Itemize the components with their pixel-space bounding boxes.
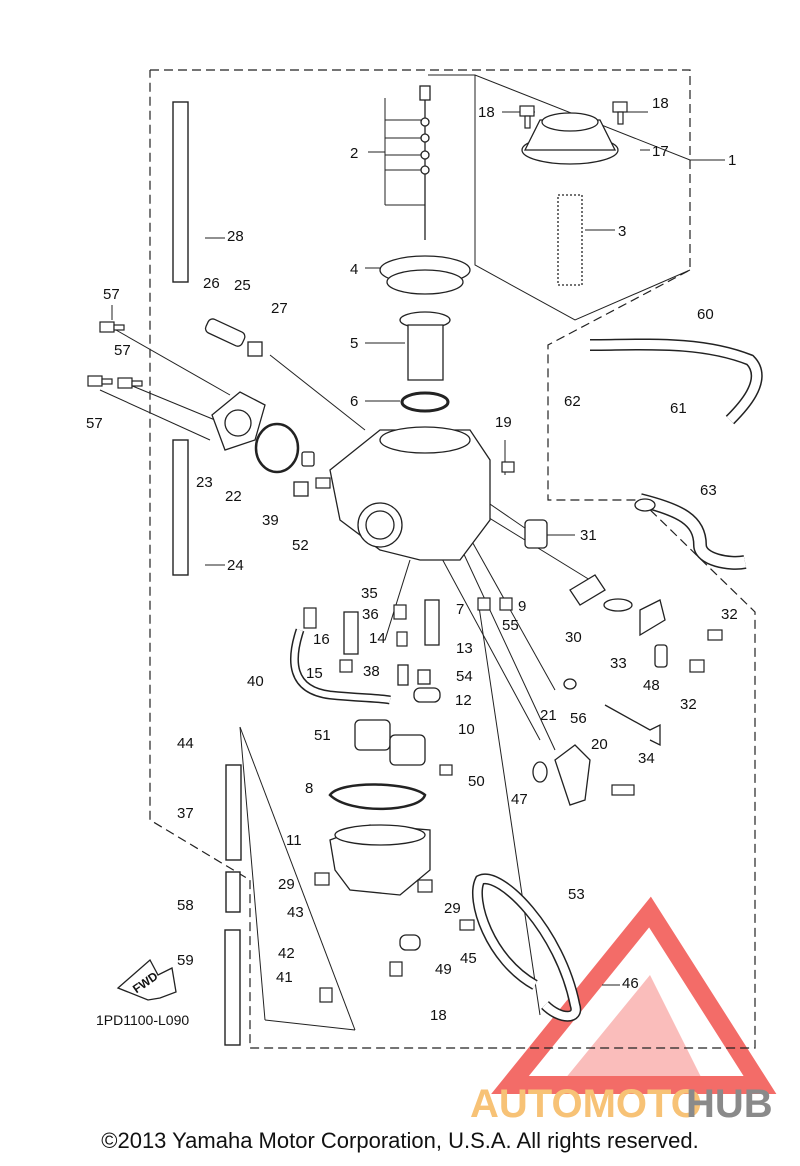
part-code: 1PD1100-L090 [96,1012,189,1028]
callout-17: 17 [652,143,669,160]
callout-59: 59 [177,952,194,969]
callout-53: 53 [568,886,585,903]
callout-2: 2 [350,145,358,162]
callout-38: 38 [363,663,380,680]
callout-39: 39 [262,512,279,529]
callout-57-bottom: 57 [86,415,103,432]
callout-54: 54 [456,668,473,685]
callout-3: 3 [618,223,626,240]
callout-26: 26 [203,275,220,292]
callout-12: 12 [455,692,472,709]
callout-24: 24 [227,557,244,574]
callout-33: 33 [610,655,627,672]
callout-28: 28 [227,228,244,245]
callout-9: 9 [518,598,526,615]
callout-44: 44 [177,735,194,752]
callout-49: 49 [435,961,452,978]
callout-40: 40 [247,673,264,690]
watermark-left: AUTOMOTO [470,1082,702,1126]
callout-29-left: 29 [278,876,295,893]
callout-57-top: 57 [103,286,120,303]
callout-51: 51 [314,727,331,744]
callout-32-lower: 32 [680,696,697,713]
callout-5: 5 [350,335,358,352]
callout-19: 19 [495,414,512,431]
callout-50: 50 [468,773,485,790]
copyright-notice: ©2013 Yamaha Motor Corporation, U.S.A. A… [101,1128,699,1153]
callout-18-bottom: 18 [430,1007,447,1024]
callout-47: 47 [511,791,528,808]
callout-23: 23 [196,474,213,491]
carburetor-parts [204,85,668,951]
watermark-right: HUB [686,1082,773,1126]
hoses-and-tubes [172,101,763,1046]
callout-27: 27 [271,300,288,317]
callout-15: 15 [306,665,323,682]
callout-52: 52 [292,537,309,554]
callout-11: 11 [286,832,302,849]
callout-10: 10 [458,721,475,738]
callout-31: 31 [580,527,597,544]
fwd-arrow: FWD [116,958,177,1001]
callout-48: 48 [643,677,660,694]
callout-32-upper: 32 [721,606,738,623]
callout-13: 13 [456,640,473,657]
callout-14: 14 [369,630,386,647]
watermark-text: AUTOMOTO HUB [470,1082,773,1126]
callout-8: 8 [305,780,313,797]
callout-58: 58 [177,897,194,914]
callout-37: 37 [177,805,194,822]
assembly-boundaries [149,69,756,1049]
callout-22: 22 [225,488,242,505]
callout-55: 55 [502,617,519,634]
callout-56: 56 [570,710,587,727]
callout-62: 62 [564,393,581,410]
callout-labels: 1 2 3 4 5 6 7 8 9 10 11 12 13 14 15 16 1… [86,95,738,1024]
callout-18-top-left: 18 [478,104,495,121]
watermark-logo [491,896,777,1094]
callout-60: 60 [697,306,714,323]
callout-57-middle: 57 [114,342,131,359]
callout-18-top-right: 18 [652,95,669,112]
screws [87,101,723,1003]
callout-21: 21 [540,707,557,724]
callout-34: 34 [638,750,655,767]
callout-41: 41 [276,969,293,986]
callout-1: 1 [728,152,736,169]
callout-7: 7 [456,601,464,618]
callout-42: 42 [278,945,295,962]
callout-30: 30 [565,629,582,646]
callout-29-right: 29 [444,900,461,917]
callout-63: 63 [700,482,717,499]
callout-20: 20 [591,736,608,753]
callout-25: 25 [234,277,251,294]
callout-46: 46 [622,975,639,992]
callout-61: 61 [670,400,687,417]
callout-4: 4 [350,261,358,278]
callout-16: 16 [313,631,330,648]
callout-45: 45 [460,950,477,967]
callout-35: 35 [361,585,378,602]
callout-43: 43 [287,904,304,921]
callout-36: 36 [362,606,379,623]
callout-6: 6 [350,393,358,410]
leader-lines [99,74,725,1031]
